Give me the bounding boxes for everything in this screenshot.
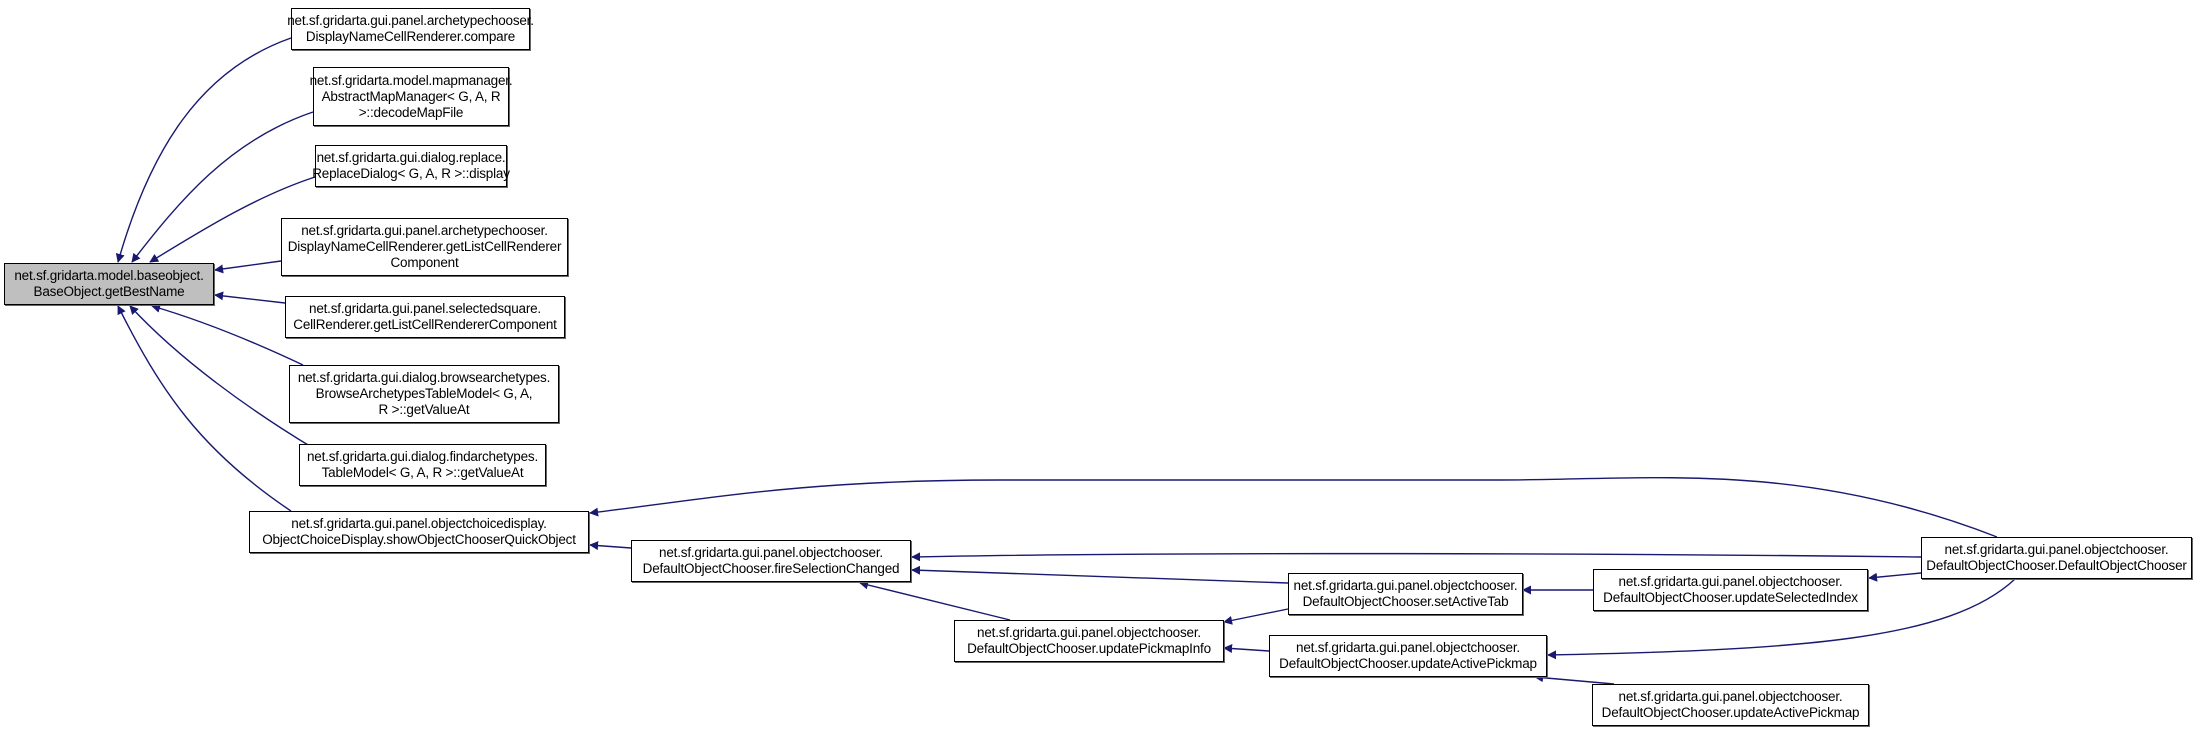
node-label-line: net.sf.gridarta.gui.panel.objectchooser.	[1618, 689, 1843, 704]
caller-node-decodeMapFile[interactable]: net.sf.gridarta.model.mapmanager.Abstrac…	[310, 67, 513, 126]
caller-node-updPickInfo[interactable]: net.sf.gridarta.gui.panel.objectchooser.…	[954, 620, 1224, 662]
node-label-line: BaseObject.getBestName	[33, 284, 185, 299]
call-edge-compare-to-getBestName	[115, 37, 292, 263]
node-label-line: DefaultObjectChooser.setActiveTab	[1302, 594, 1509, 609]
caller-node-browseGetValueAt[interactable]: net.sf.gridarta.gui.dialog.browsearchety…	[289, 365, 559, 423]
call-edge-display-to-getBestName	[149, 176, 316, 263]
node-label-line: DefaultObjectChooser.DefaultObjectChoose…	[1926, 558, 2187, 573]
call-edge-browseGetValueAt-to-getBestName	[151, 303, 304, 366]
node-label-line: CellRenderer.getListCellRendererComponen…	[293, 317, 557, 332]
node-label-line: net.sf.gridarta.gui.panel.archetypechoos…	[301, 223, 548, 238]
node-label-line: net.sf.gridarta.gui.panel.objectchooser.	[977, 625, 1201, 640]
node-label-line: net.sf.gridarta.gui.panel.objectchoicedi…	[291, 516, 547, 531]
node-label-line: >::decodeMapFile	[358, 104, 464, 120]
call-edge-decodeMapFile-to-getBestName	[131, 111, 314, 263]
caller-node-dnGetListCell[interactable]: net.sf.gridarta.gui.panel.archetypechoos…	[281, 218, 568, 276]
caller-node-ssGetListCell[interactable]: net.sf.gridarta.gui.panel.selectedsquare…	[285, 296, 565, 338]
node-label-line: DefaultObjectChooser.fireSelectionChange…	[642, 561, 900, 576]
call-edge-showQuick-to-getBestName	[117, 305, 292, 512]
caller-node-setActiveTab[interactable]: net.sf.gridarta.gui.panel.objectchooser.…	[1288, 573, 1523, 615]
node-label-line: DisplayNameCellRenderer.compare	[305, 29, 516, 44]
caller-node-fireSel[interactable]: net.sf.gridarta.gui.panel.objectchooser.…	[631, 540, 911, 582]
call-edge-updActPick2-to-updActPick1	[1534, 673, 1615, 685]
node-label-line: net.sf.gridarta.gui.panel.objectchooser.	[1293, 578, 1518, 593]
call-edge-setActiveTab-to-updPickInfo	[1223, 608, 1289, 625]
call-edge-ctor-to-updSelIdx	[1868, 572, 1922, 582]
current-function-node: net.sf.gridarta.model.baseobject.BaseObj…	[4, 263, 214, 305]
node-label-line: net.sf.gridarta.model.mapmanager.	[309, 72, 513, 88]
node-label-line: DefaultObjectChooser.updateActivePickmap	[1601, 705, 1860, 720]
call-edge-ctor-to-updActPick1	[1547, 578, 2016, 660]
caller-node-showQuick[interactable]: net.sf.gridarta.gui.panel.objectchoicedi…	[249, 511, 589, 553]
call-edge-dnGetListCell-to-getBestName	[214, 260, 282, 274]
node-label-line: net.sf.gridarta.gui.panel.objectchooser.	[1944, 542, 2169, 557]
node-label-line: DefaultObjectChooser.updateSelectedIndex	[1603, 590, 1858, 605]
node-label-line: net.sf.gridarta.gui.dialog.findarchetype…	[307, 449, 538, 464]
caller-node-updSelIdx[interactable]: net.sf.gridarta.gui.panel.objectchooser.…	[1593, 569, 1868, 611]
node-label-line: net.sf.gridarta.gui.panel.objectchooser.	[1296, 640, 1520, 655]
node-label-line: ReplaceDialog< G, A, R >::display	[312, 166, 510, 181]
call-edge-ctor-to-showQuick	[589, 476, 1998, 538]
caller-node-updActPick1[interactable]: net.sf.gridarta.gui.panel.objectchooser.…	[1269, 635, 1547, 677]
node-label-line: net.sf.gridarta.gui.dialog.browsearchety…	[297, 370, 551, 385]
node-label-line: net.sf.gridarta.model.baseobject.	[14, 268, 204, 283]
caller-node-updActPick2[interactable]: net.sf.gridarta.gui.panel.objectchooser.…	[1592, 684, 1869, 726]
node-label-line: ObjectChoiceDisplay.showObjectChooserQui…	[262, 532, 576, 547]
node-label-line: BrowseArchetypesTableModel< G, A,	[315, 386, 533, 401]
node-label-line: net.sf.gridarta.gui.panel.objectchooser.	[659, 545, 883, 560]
call-edge-setActiveTab-to-fireSel	[911, 565, 1289, 584]
call-edge-fireSel-to-showQuick	[589, 541, 632, 551]
node-label-line: Component	[390, 255, 459, 270]
node-label-line: TableModel< G, A, R >::getValueAt	[321, 465, 524, 480]
call-edge-updActPick1-to-updPickInfo	[1223, 644, 1270, 654]
node-label-line: net.sf.gridarta.gui.panel.objectchooser.	[1618, 574, 1843, 589]
node-label-line: net.sf.gridarta.gui.panel.selectedsquare…	[309, 301, 541, 316]
node-label-line: R >::getValueAt	[378, 402, 470, 417]
call-edge-ctor-to-fireSel	[911, 552, 1922, 562]
call-edge-findGetValueAt-to-getBestName	[129, 305, 314, 449]
caller-node-ctor[interactable]: net.sf.gridarta.gui.panel.objectchooser.…	[1921, 537, 2192, 579]
caller-node-display[interactable]: net.sf.gridarta.gui.dialog.replace.Repla…	[312, 145, 510, 187]
node-label-line: DefaultObjectChooser.updatePickmapInfo	[967, 641, 1211, 656]
node-label-line: net.sf.gridarta.gui.panel.archetypechoos…	[287, 13, 534, 28]
call-edge-updPickInfo-to-fireSel	[859, 580, 1011, 621]
node-label-line: net.sf.gridarta.gui.dialog.replace.	[316, 150, 506, 165]
node-label-line: DefaultObjectChooser.updateActivePickmap	[1279, 656, 1537, 671]
caller-node-findGetValueAt[interactable]: net.sf.gridarta.gui.dialog.findarchetype…	[299, 444, 546, 486]
call-edge-ssGetListCell-to-getBestName	[214, 291, 286, 304]
node-label-line: DisplayNameCellRenderer.getListCellRende…	[287, 239, 562, 254]
caller-node-compare[interactable]: net.sf.gridarta.gui.panel.archetypechoos…	[287, 8, 534, 50]
node-label-line: AbstractMapManager< G, A, R	[321, 88, 501, 104]
